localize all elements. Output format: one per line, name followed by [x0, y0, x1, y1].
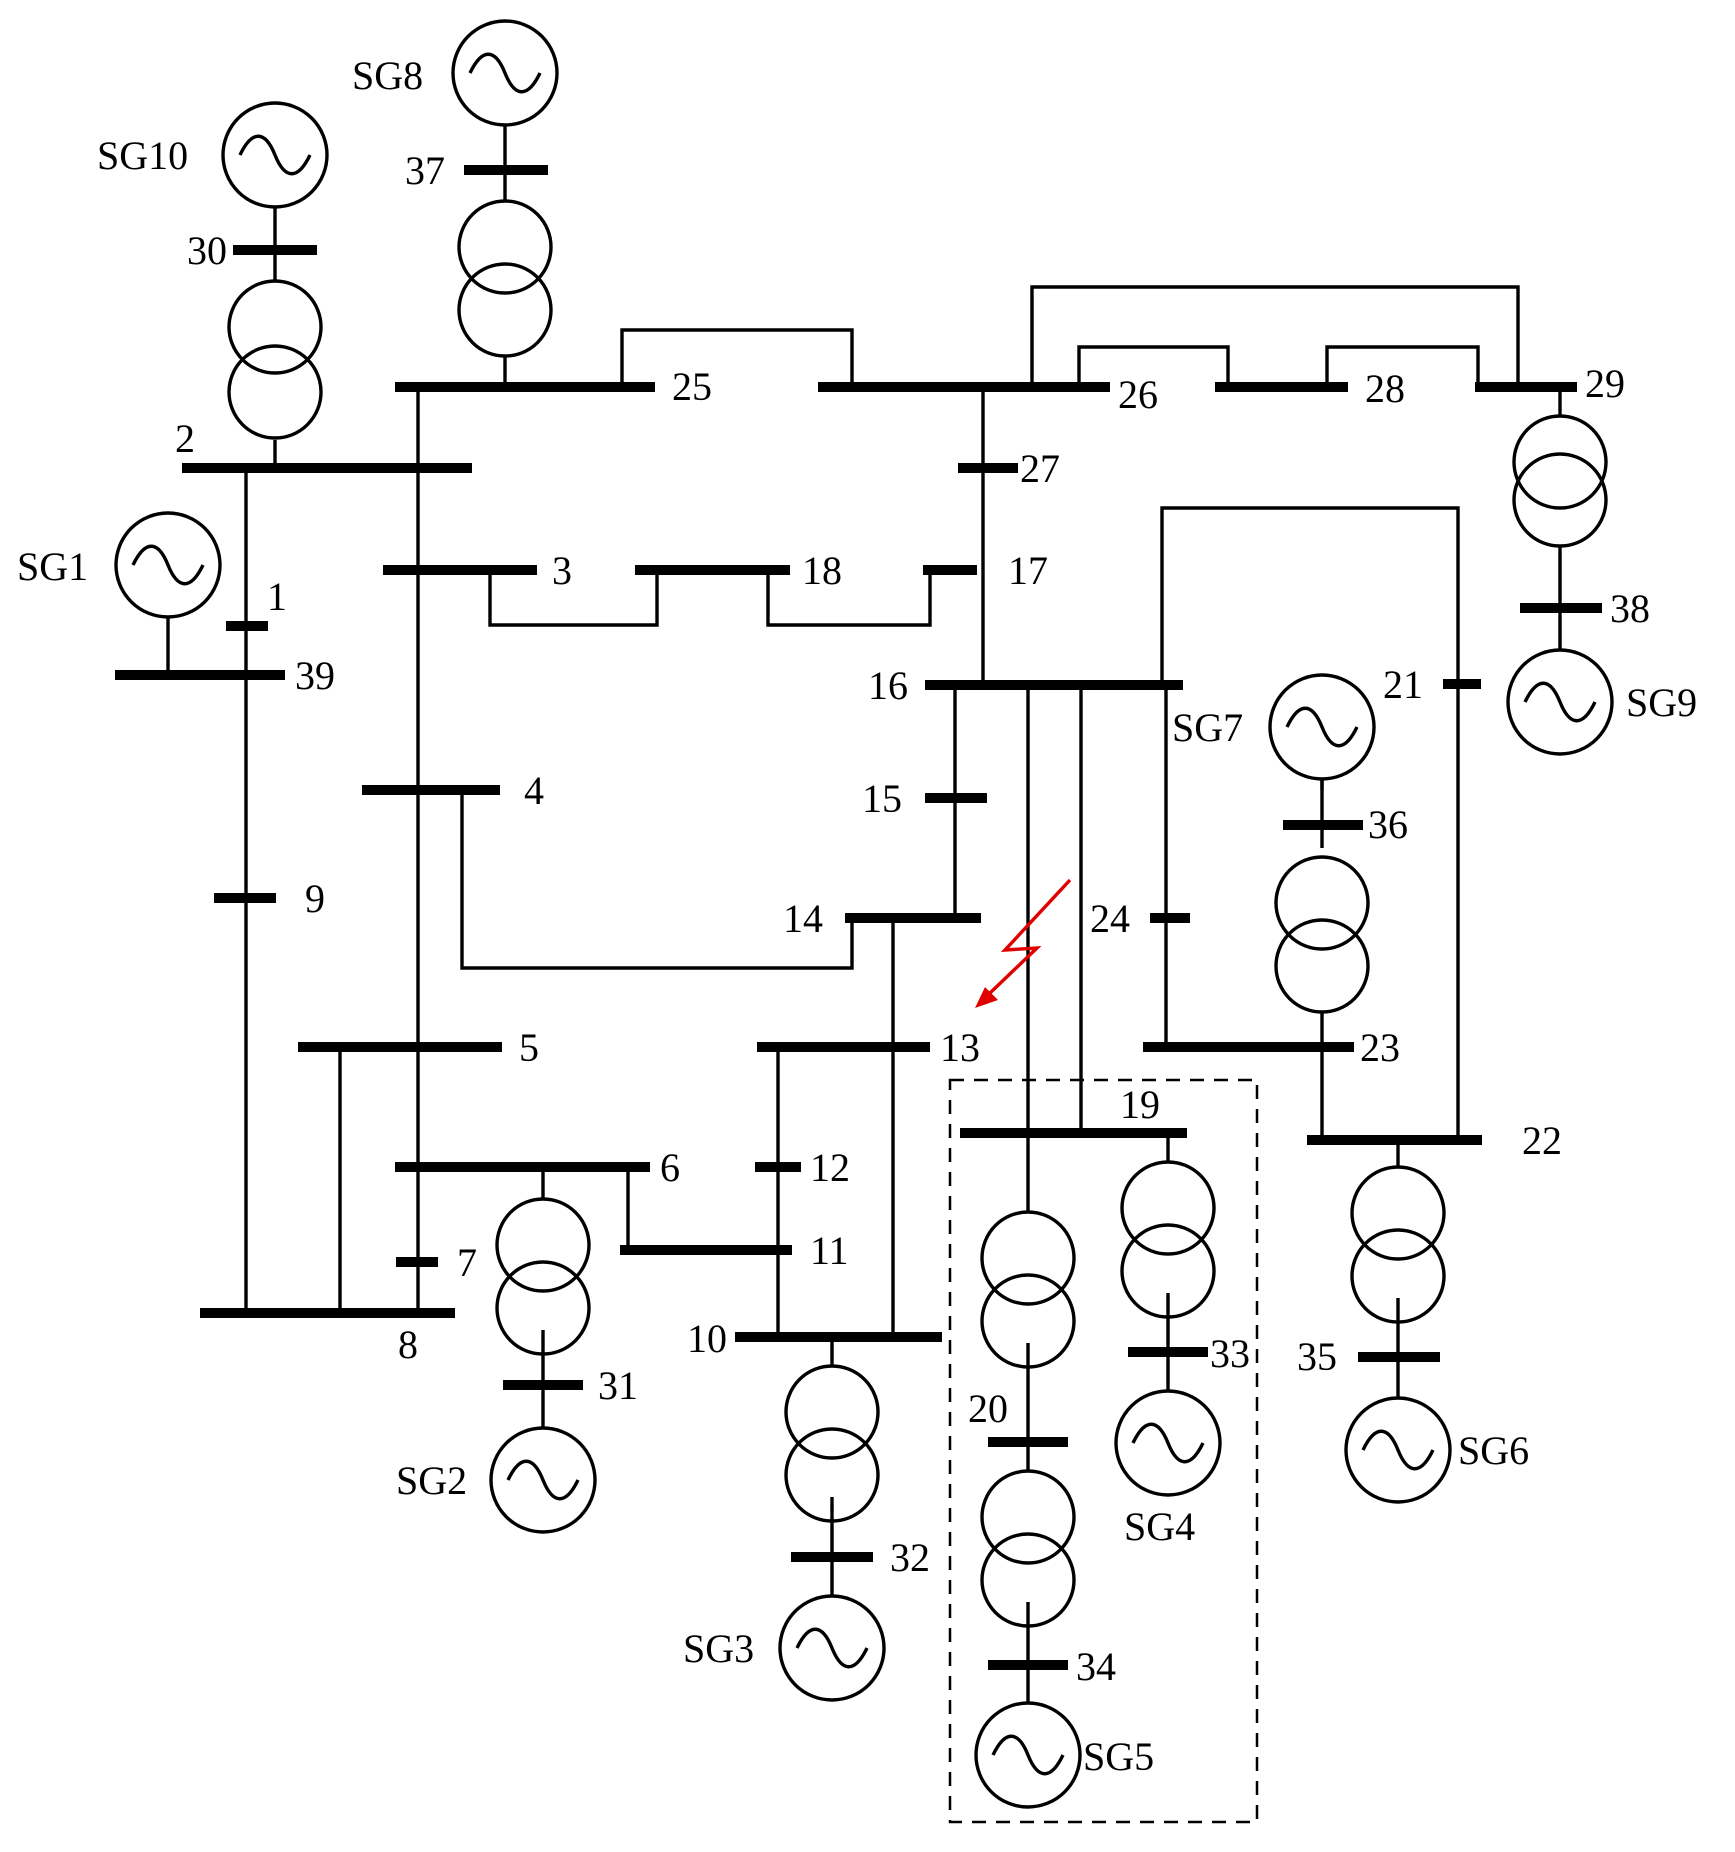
transformer-icon [1512, 414, 1608, 548]
dashed-region-box [948, 1078, 1259, 1824]
bus-label-29: 29 [1585, 361, 1625, 406]
generator-labels: SG1 SG2 SG3 SG4 SG5 SG6 SG7 SG8 SG9 SG10 [17, 53, 1697, 1779]
bus-label-25: 25 [672, 364, 712, 409]
bus-label-2: 2 [175, 416, 195, 461]
transformer-icon [784, 1364, 880, 1523]
fault-icon [975, 878, 1072, 1008]
generator-icon [114, 511, 222, 619]
generator-icon [1268, 673, 1376, 781]
generator-label-sg6: SG6 [1458, 1428, 1529, 1473]
bus-label-8: 8 [398, 1322, 418, 1367]
bus-label-7: 7 [457, 1240, 477, 1285]
bus-label-5: 5 [519, 1025, 539, 1070]
bus-label-3: 3 [552, 548, 572, 593]
lines [166, 115, 1562, 1703]
bus-label-4: 4 [524, 768, 544, 813]
generator-icon [1506, 648, 1614, 756]
bus-label-21: 21 [1383, 662, 1423, 707]
bus-label-18: 18 [802, 548, 842, 593]
bus-label-30: 30 [187, 228, 227, 273]
bus-label-17: 17 [1008, 548, 1048, 593]
bus-label-23: 23 [1360, 1025, 1400, 1070]
transformer-icon [1274, 855, 1370, 1014]
generator-label-sg10: SG10 [97, 133, 188, 178]
buses [115, 165, 1602, 1670]
bus-label-31: 31 [598, 1363, 638, 1408]
bus-label-9: 9 [305, 876, 325, 921]
bus-label-12: 12 [810, 1145, 850, 1190]
generator-icon [451, 19, 559, 127]
generator-label-sg4: SG4 [1124, 1504, 1195, 1549]
transformer-icon [457, 199, 553, 358]
bus-label-10: 10 [687, 1316, 727, 1361]
generators [114, 19, 1614, 1809]
bus-label-15: 15 [862, 776, 902, 821]
generator-icon [221, 101, 329, 209]
bus-label-16: 16 [868, 663, 908, 708]
transformer-icon [980, 1469, 1076, 1628]
bus-label-14: 14 [783, 896, 823, 941]
generator-icon [1344, 1396, 1452, 1504]
bus-label-22: 22 [1522, 1118, 1562, 1163]
generator-label-sg9: SG9 [1626, 680, 1697, 725]
bus-label-27: 27 [1020, 446, 1060, 491]
transformer-icon [1350, 1165, 1446, 1324]
bus-label-32: 32 [890, 1535, 930, 1580]
transformers [227, 199, 1608, 1628]
bus-label-35: 35 [1297, 1334, 1337, 1379]
bus-label-36: 36 [1368, 802, 1408, 847]
bus-label-28: 28 [1365, 366, 1405, 411]
generator-icon [489, 1426, 597, 1534]
bus-labels: 1 2 3 4 5 6 7 8 9 10 11 12 13 14 15 16 1… [175, 148, 1650, 1689]
bus-label-13: 13 [940, 1025, 980, 1070]
bus-label-1: 1 [267, 574, 287, 619]
bus-label-19: 19 [1120, 1082, 1160, 1127]
bus-label-26: 26 [1118, 372, 1158, 417]
bus-label-20: 20 [968, 1386, 1008, 1431]
bus-label-6: 6 [660, 1145, 680, 1190]
bus-label-24: 24 [1090, 896, 1130, 941]
bus-label-39: 39 [295, 653, 335, 698]
generator-label-sg5: SG5 [1083, 1734, 1154, 1779]
bus-label-11: 11 [810, 1228, 849, 1273]
generator-icon [778, 1594, 886, 1702]
generator-label-sg1: SG1 [17, 544, 88, 589]
bus-label-38: 38 [1610, 586, 1650, 631]
transformer-icon [495, 1197, 591, 1356]
bus-label-37: 37 [405, 148, 445, 193]
bus-label-33: 33 [1210, 1331, 1250, 1376]
generator-label-sg3: SG3 [683, 1626, 754, 1671]
generator-icon [974, 1701, 1082, 1809]
generator-label-sg7: SG7 [1172, 705, 1243, 750]
generator-label-sg8: SG8 [352, 53, 423, 98]
bus-label-34: 34 [1076, 1644, 1116, 1689]
generator-label-sg2: SG2 [396, 1458, 467, 1503]
transformer-icon [1120, 1160, 1216, 1319]
transformer-icon [227, 279, 323, 440]
transformer-icon [980, 1210, 1076, 1369]
generator-icon [1114, 1389, 1222, 1497]
